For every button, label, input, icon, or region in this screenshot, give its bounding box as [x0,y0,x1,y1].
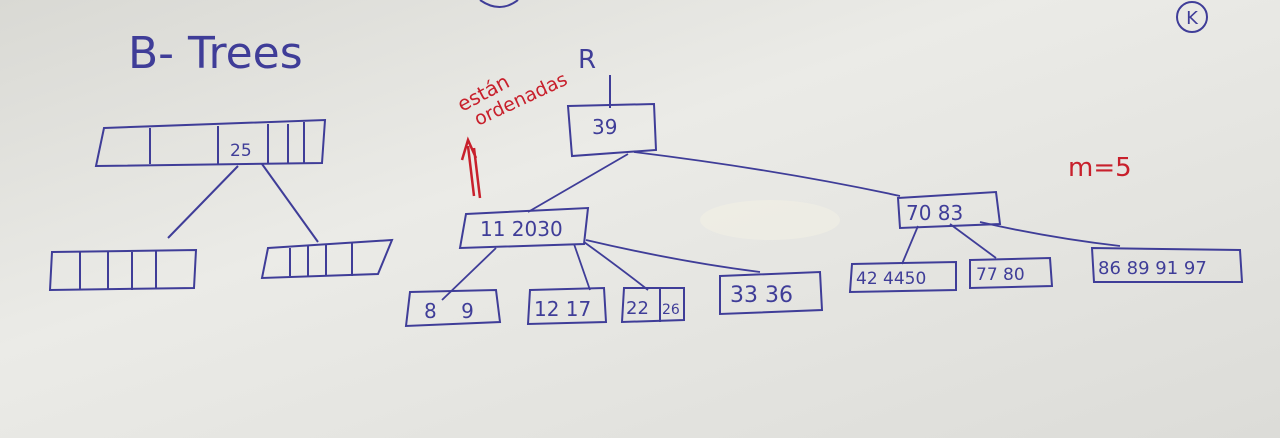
node-left [458,206,590,250]
leaf-l4-keys: 33 36 [730,283,793,308]
edge-right-r1 [901,225,919,265]
example-edge-right [261,163,319,243]
node-root [566,102,658,158]
example-leaf-right [260,238,394,280]
node-left-keys: 11 2030 [480,217,563,241]
leaf-r1 [848,260,957,294]
leaf-l3-overwritten: 26 [662,302,680,318]
leaf-r2 [969,256,1054,290]
leaf-l3 [620,287,685,324]
edge-root-left [527,153,629,213]
up-arrow-icon [460,136,482,199]
partial-circle-top [479,0,519,8]
edge-right-r2 [949,223,997,259]
edge-left-l4 [585,239,761,273]
edge-left-l2 [583,241,649,291]
example-root-node [94,118,327,168]
leaf-l2-keys: 12 17 [534,297,591,321]
leaf-r2-keys: 77 80 [976,265,1025,285]
leaf-l4 [719,270,824,316]
example-tree [48,118,394,292]
title-text: B- Trees [128,28,303,79]
example-root-key: 25 [230,141,252,161]
leaf-l1 [404,288,502,328]
leaf-l3-keys: 22 [626,298,649,319]
example-leaf-left [48,248,198,292]
edge-left-l3 [573,243,591,291]
node-root-keys: 39 [592,115,617,139]
leaf-r1-keys: 42 4450 [856,269,926,289]
node-right-keys: 70 83 [906,201,963,225]
root-label: R [578,45,596,75]
node-right [896,190,1002,230]
corner-mark: K [1176,1,1208,33]
order-label: m=5 [1068,153,1132,183]
edge-root-right [633,151,901,197]
leaf-r3 [1090,246,1244,283]
erased-smudge [700,200,840,240]
corner-mark-letter: K [1186,8,1199,29]
example-edge-left [167,165,239,239]
leaf-r3-keys: 86 89 91 97 [1098,258,1207,279]
leaf-l1-keys: 8 9 [424,299,474,323]
edge-right-r3 [979,221,1121,247]
leaf-l2 [526,286,608,326]
